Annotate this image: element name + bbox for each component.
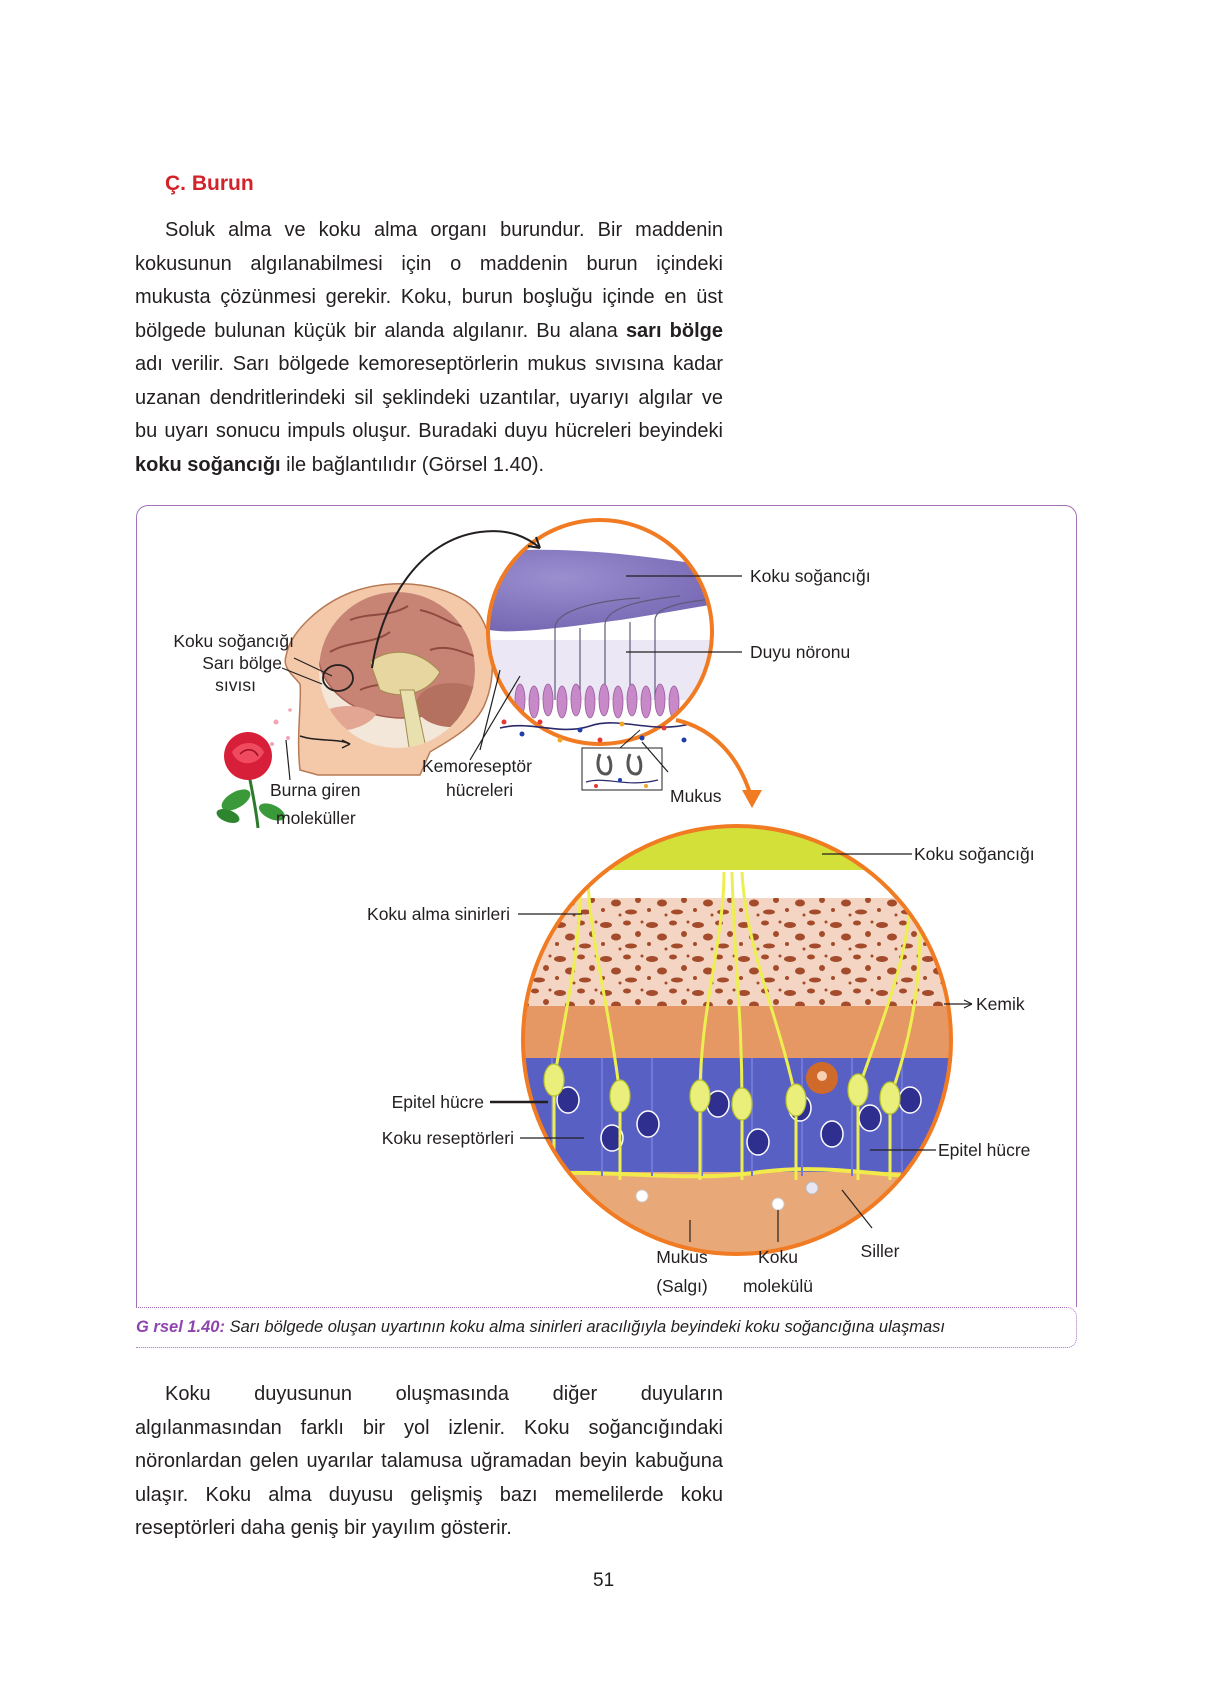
figure-caption: G rsel 1.40: Sarı bölgede oluşan uyartın…: [136, 1318, 945, 1337]
big-zoom-circle: [521, 824, 953, 1256]
para1-text-1: Soluk alma ve koku alma organı burundur.…: [135, 219, 723, 342]
para1-text-2: adı verilir. Sarı bölgede kemoreseptörle…: [135, 353, 723, 442]
term-koku-sogancigi: koku soğancığı: [135, 453, 281, 476]
label-kemik: Kemik: [976, 994, 1025, 1014]
label-sivisi: sıvısı: [215, 675, 256, 695]
label-koku-alma-sinirleri: Koku alma sinirleri: [367, 904, 510, 924]
label-sari-bolge: Sarı bölge: [202, 653, 282, 673]
caption-frame: [136, 1307, 1077, 1348]
label-salgi: (Salgı): [656, 1276, 708, 1296]
label-molekulu: molekülü: [743, 1276, 813, 1296]
figure-frame: [136, 505, 1077, 1307]
page-number: 51: [593, 1570, 615, 1591]
intro-paragraph: Soluk alma ve koku alma organı burundur.…: [135, 214, 723, 482]
term-sari-bolge: sarı bölge: [625, 319, 723, 342]
label-koku: Koku: [758, 1247, 798, 1267]
label-hucreleri: hücreleri: [446, 780, 513, 800]
label-epitel-hucre-left: Epitel hücre: [392, 1092, 484, 1112]
mucus-molecules-small: [499, 719, 691, 743]
label-mukus-small: Mukus: [670, 786, 722, 806]
caption-label: G rsel 1.40:: [136, 1318, 225, 1336]
label-koku-reseptorleri: Koku reseptörleri: [382, 1128, 514, 1148]
label-head-koku-sogancigi: Koku soğancığı: [173, 631, 294, 651]
label-mukus-big: Mukus: [656, 1247, 708, 1267]
caption-text: Sarı bölgede oluşan uyartının koku alma …: [224, 1318, 945, 1336]
connector-arrows: [371, 530, 762, 808]
mucus-inset-box: [581, 729, 663, 791]
leader-lines: [281, 575, 972, 1242]
label-molekuller: moleküller: [276, 808, 356, 828]
para1-text-3: ile bağlantılıdır (Görsel 1.40).: [280, 453, 545, 476]
label-kemoreseptor: Kemoreseptör: [422, 756, 532, 776]
rose-illustration: [216, 708, 292, 829]
head-illustration: [284, 583, 494, 776]
label-duyu-noronu: Duyu nöronu: [750, 642, 850, 662]
second-paragraph: Koku duyusunun oluşmasında diğer duyular…: [135, 1378, 723, 1546]
label-siller: Siller: [861, 1241, 900, 1261]
section-heading: Ç. Burun: [165, 172, 254, 195]
label-epitel-hucre-right: Epitel hücre: [938, 1140, 1030, 1160]
label-koku-sogancigi-big: Koku soğancığı: [914, 844, 1035, 864]
label-koku-sogancigi-top: Koku soğancığı: [750, 566, 871, 586]
label-burna-giren: Burna giren: [270, 780, 360, 800]
top-zoom-circle: [486, 518, 714, 746]
para2-text: Koku duyusunun oluşmasında diğer duyular…: [135, 1383, 723, 1539]
